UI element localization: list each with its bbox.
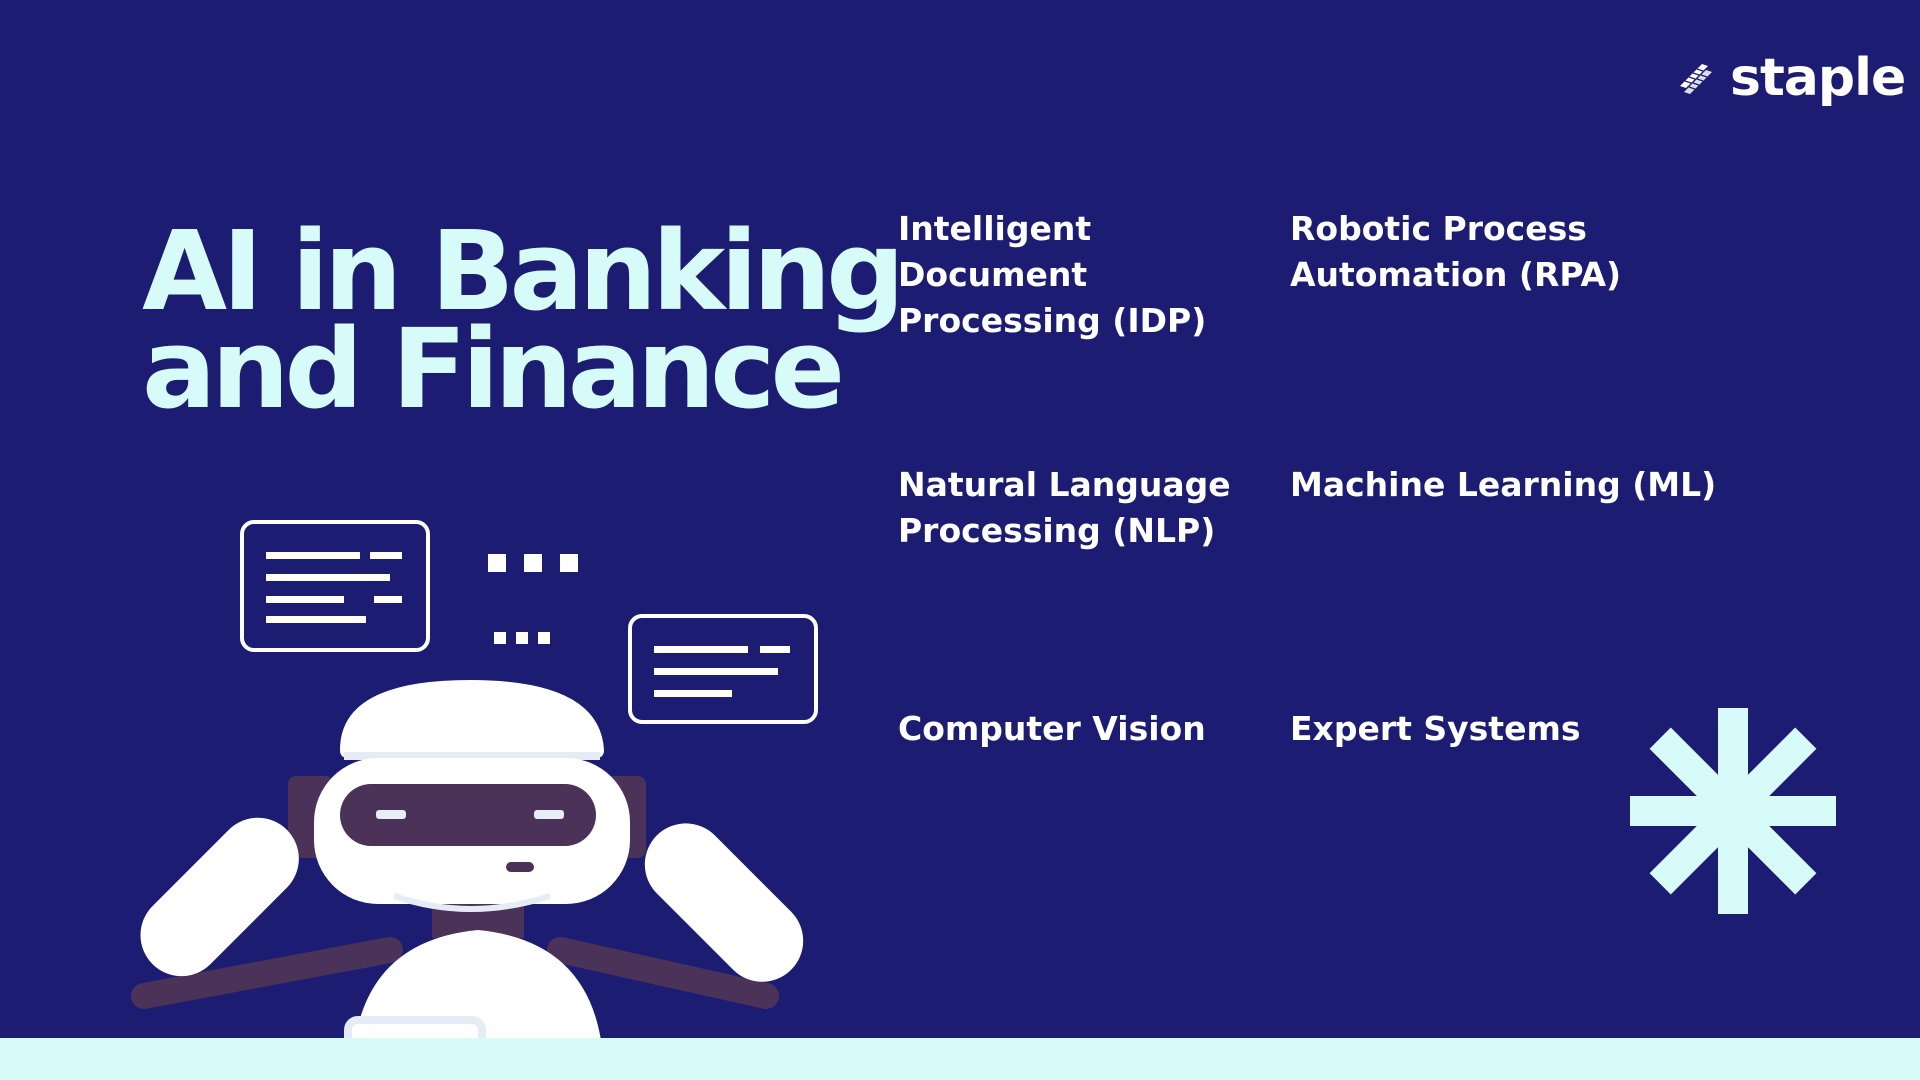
robot-illustration bbox=[131, 520, 818, 1080]
topic-line: Document bbox=[898, 255, 1088, 294]
topic-line: Expert Systems bbox=[1290, 709, 1581, 748]
topic-line: Computer Vision bbox=[898, 709, 1206, 748]
chat-bubble-icon bbox=[628, 614, 818, 724]
topic-line: Intelligent bbox=[898, 209, 1092, 248]
asterisk-icon bbox=[1630, 708, 1836, 914]
robot-icon bbox=[131, 680, 804, 1080]
typing-dots-icon bbox=[488, 554, 578, 644]
chat-bubble-icon bbox=[240, 520, 430, 652]
title-line-1: AI in Banking bbox=[142, 207, 905, 335]
topic-line: Processing (IDP) bbox=[898, 301, 1207, 340]
topic-nlp: Natural Language Processing (NLP) bbox=[898, 462, 1231, 554]
topic-line: Machine Learning (ML) bbox=[1290, 465, 1717, 504]
topic-line: Automation (RPA) bbox=[1290, 255, 1622, 294]
footer-band bbox=[0, 1038, 1920, 1080]
page-title: AI in Banking and Finance bbox=[142, 207, 905, 433]
staple-icon bbox=[1680, 64, 1712, 94]
topic-expert-systems: Expert Systems bbox=[1290, 706, 1580, 752]
brand-name: staple bbox=[1730, 48, 1906, 108]
topic-line: Processing (NLP) bbox=[898, 511, 1216, 550]
topic-rpa: Robotic Process Automation (RPA) bbox=[1290, 206, 1621, 298]
topic-line: Natural Language bbox=[898, 465, 1231, 504]
topic-ml: Machine Learning (ML) bbox=[1290, 462, 1716, 508]
topic-line: Robotic Process bbox=[1290, 209, 1587, 248]
topic-computer-vision: Computer Vision bbox=[898, 706, 1206, 752]
title-line-2: and Finance bbox=[142, 305, 845, 433]
topic-idp: Intelligent Document Processing (IDP) bbox=[898, 206, 1206, 344]
brand-logo: staple bbox=[1676, 48, 1906, 108]
